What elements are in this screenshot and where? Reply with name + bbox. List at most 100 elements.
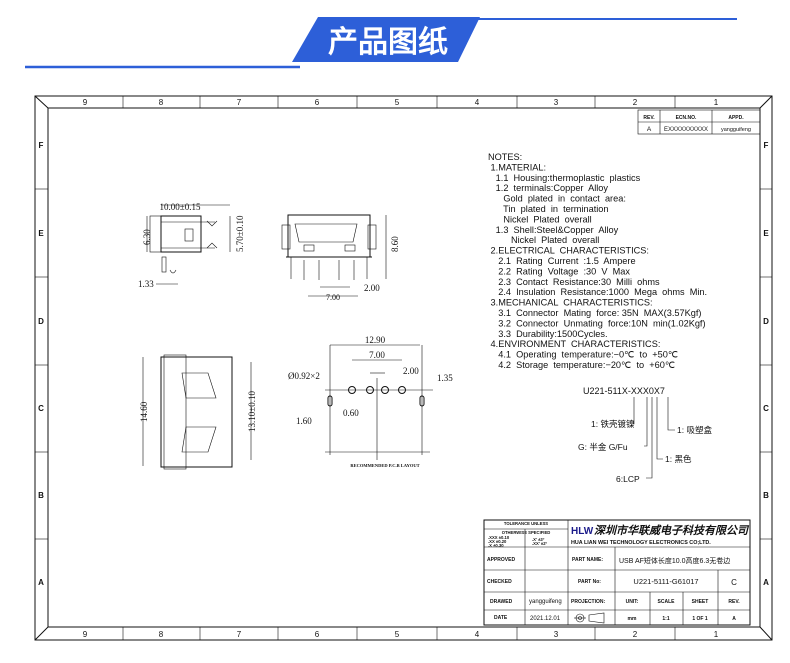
dim-height: 6.30: [142, 229, 152, 245]
note-line: 3.2 Connector Unmating force:10N min(1.0…: [488, 318, 706, 328]
projection-symbol-icon: [574, 612, 605, 624]
frame-row-label: F: [39, 141, 44, 150]
unit-label: UNIT:: [626, 599, 639, 605]
frame-column-label: 4: [475, 630, 480, 639]
drawed-label: DRAWED: [490, 599, 513, 605]
frame-column-label: 7: [237, 98, 242, 107]
note-line: Nickel Plated overall: [488, 235, 599, 245]
part-code: U221-511X-XXX0X7: [583, 386, 665, 396]
frame-row-label: B: [763, 491, 769, 500]
part-no-label: PART No:: [578, 579, 601, 585]
frame-column-label: 2: [633, 630, 638, 639]
note-line: Gold plated in contact area:: [488, 194, 626, 204]
option-plating: G: 半金 G/Fu: [578, 442, 628, 452]
tolerance-angle-1: .X' ±3°: [532, 537, 545, 542]
front-view: 8.60 7.00 2.00: [281, 214, 400, 302]
frame-column-label: 1: [714, 98, 719, 107]
rev-value: A: [647, 126, 652, 133]
drawed-value: yangguifeng: [529, 599, 562, 605]
dim-body-length: 13.10±0.10: [247, 391, 257, 432]
top-view: 14.60 13.10±0.10: [139, 354, 257, 470]
note-line: 1.1 Housing:thermoplastic plastics: [488, 173, 641, 183]
appd-value: yangguifeng: [721, 127, 751, 133]
frame-row-label: D: [38, 317, 44, 326]
pcb-layout: 12.90 7.00 2.00 Ø0.92×2 1.35 1.60 0.60 R…: [288, 335, 453, 468]
sheet-label: SHEET: [692, 599, 709, 605]
frame-row-label: E: [763, 229, 769, 238]
part-code-breakdown: U221-511X-XXX0X7 1: 铁壳镀镍 G: 半金 G/Fu 6:LC…: [578, 386, 712, 484]
option-material: 6:LCP: [616, 474, 640, 484]
frame-column-label: 5: [395, 630, 400, 639]
frame-row-label: B: [38, 491, 44, 500]
tolerance-title-2: OTHERWISE SPECIFIED: [502, 530, 551, 535]
option-color: 1: 黑色: [665, 454, 692, 464]
part-name-value: USB AF短体长度10.0高度6.3无卷边: [619, 556, 730, 565]
frame-column-label: 6: [315, 98, 320, 107]
title-block: TOLERANCE UNLESS OTHERWISE SPECIFIED .XX…: [483, 519, 751, 626]
frame-row-label: D: [763, 317, 769, 326]
company-name-cn: 深圳市华联威电子科技有限公司: [594, 524, 750, 537]
rev-label: REV.: [728, 599, 740, 605]
part-rev: C: [731, 578, 737, 587]
part-name-label: PART NAME:: [572, 557, 603, 563]
appd-header: APPD.: [728, 115, 744, 121]
note-line: 1.MATERIAL:: [488, 162, 546, 172]
banner-title: 产品图纸: [328, 26, 448, 59]
side-view: 10.00±0.15 6.30 5.70±0.10 1.33: [138, 202, 245, 289]
date-label: DATE: [494, 615, 508, 621]
tolerance-xx: .XX ±0.20: [488, 539, 507, 544]
ecn-value: EXXXXXXXXXX: [664, 127, 708, 133]
note-line: NOTES:: [488, 152, 522, 162]
frame-row-label: A: [38, 578, 44, 587]
checked-label: CHECKED: [487, 579, 512, 585]
scale-value: 1:1: [662, 616, 669, 622]
frame-column-label: 3: [554, 630, 559, 639]
part-no-value: U221-5111-G61017: [633, 577, 698, 586]
dim-front-height: 8.60: [390, 236, 400, 252]
frame-row-label: F: [764, 141, 769, 150]
dim-pcb-pitch: 2.00: [403, 366, 419, 376]
page-banner: 产品图纸: [25, 17, 737, 69]
scale-label: SCALE: [658, 599, 676, 605]
dim-slot-width: 0.60: [343, 408, 359, 418]
company-name-en: HUA LIAN WEI TECHNOLOGY ELECTRONICS CO;L…: [571, 540, 711, 546]
option-packing: 1: 吸塑盒: [677, 425, 712, 435]
frame-column-label: 8: [159, 630, 164, 639]
note-line: 2.3 Contact Resistance:30 Milli ohms: [488, 277, 660, 287]
pcb-caption: RECOMMENDED P.C.B LAYOUT: [350, 463, 419, 468]
note-line: 4.2 Storage temperature:−20℃ to +60℃: [488, 360, 675, 370]
note-line: Tin plated in termination: [488, 204, 609, 214]
note-line: Nickel Plated overall: [488, 214, 592, 224]
frame-column-label: 9: [83, 98, 88, 107]
note-line: 2.1 Rating Current :1.5 Ampere: [488, 256, 636, 266]
frame-column-label: 6: [315, 630, 320, 639]
frame-row-label: C: [763, 404, 769, 413]
option-shell: 1: 铁壳镀镍: [591, 419, 635, 429]
note-line: 1.2 terminals:Copper Alloy: [488, 183, 608, 193]
frame-column-label: 3: [554, 98, 559, 107]
approved-label: APPROVED: [487, 557, 515, 563]
dim-hole-dia: Ø0.92×2: [288, 371, 320, 381]
tolerance-xxx: .XXX ±0.10: [488, 535, 510, 540]
frame-row-label: A: [763, 578, 769, 587]
tolerance-x: .X ±0.30: [488, 543, 504, 548]
dim-slot-offset: 1.60: [296, 416, 312, 426]
dim-body-height: 5.70±0.10: [235, 215, 245, 252]
date-value: 2021.12.01: [530, 616, 561, 622]
frame-column-label: 4: [475, 98, 480, 107]
dim-pcb-offset: 1.35: [437, 373, 453, 383]
frame-column-label: 1: [714, 630, 719, 639]
frame-column-label: 5: [395, 98, 400, 107]
note-line: 3.MECHANICAL CHARACTERISTICS:: [488, 298, 653, 308]
rev-header: REV.: [643, 115, 655, 121]
unit-value: mm: [628, 616, 637, 622]
dim-length: 14.60: [139, 401, 149, 422]
frame-column-label: 9: [83, 630, 88, 639]
note-line: 2.4 Insulation Resistance:1000 Mega ohms…: [488, 287, 707, 297]
note-line: 2.2 Rating Voltage :30 V Max: [488, 266, 630, 276]
frame-column-label: 7: [237, 630, 242, 639]
note-line: 1.3 Shell:Steel&Copper Alloy: [488, 225, 619, 235]
frame-column-label: 8: [159, 98, 164, 107]
